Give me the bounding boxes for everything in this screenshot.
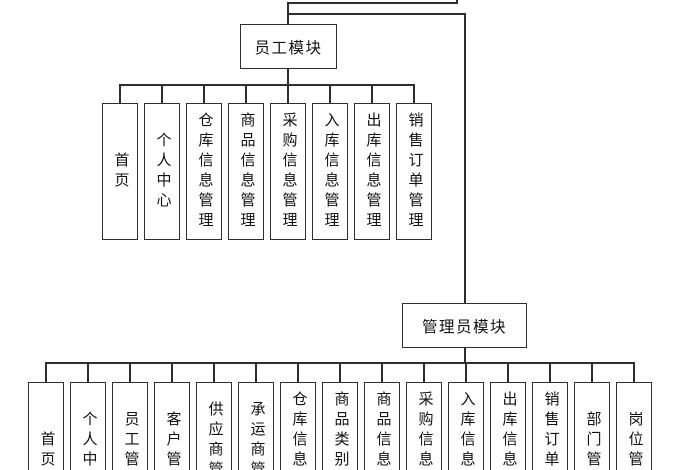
child-box: 仓库信息管理 — [186, 103, 222, 240]
child-box-label: 出库信息管理 — [364, 111, 381, 232]
child-box: 首页 — [102, 103, 138, 240]
connector-tick — [413, 84, 415, 105]
connector-tick — [213, 362, 215, 384]
child-box-label: 个人中心 — [154, 131, 171, 212]
connector-tick — [129, 362, 131, 384]
connector-tick — [423, 362, 425, 384]
child-box: 仓库信息管理 — [280, 382, 316, 470]
child-box: 商品信息管理 — [228, 103, 264, 240]
child-box: 部门管理 — [574, 382, 610, 470]
child-box-label: 仓库信息管理 — [290, 390, 307, 470]
connector-tick — [161, 84, 163, 105]
connector-stub — [287, 69, 289, 86]
child-box: 采购信息管理 — [270, 103, 306, 240]
connector-tick — [507, 362, 509, 384]
child-box: 首页 — [28, 382, 64, 470]
connector-tick — [87, 362, 89, 384]
child-box-label: 首页 — [38, 430, 55, 470]
child-box-label: 商品信息管理 — [374, 390, 391, 470]
connector-tick — [255, 362, 257, 384]
connector-tick — [591, 362, 593, 384]
child-box-label: 首页 — [112, 151, 129, 192]
child-box-label: 入库信息管理 — [458, 390, 475, 470]
connector-tick — [287, 84, 289, 105]
connector-tick — [381, 362, 383, 384]
connector-stub — [464, 348, 466, 364]
connector-tick — [633, 362, 635, 384]
connector-tick — [45, 362, 47, 384]
child-box: 承运商管理 — [238, 382, 274, 470]
connector-bus — [119, 84, 415, 86]
child-box-label: 部门管理 — [584, 410, 601, 470]
child-box-label: 承运商管理 — [248, 400, 265, 470]
child-box-label: 采购信息管理 — [416, 390, 433, 470]
connector-tick — [465, 362, 467, 384]
child-box-label: 销售订单管理 — [406, 111, 423, 232]
connector-tick — [171, 362, 173, 384]
connector-tick — [549, 362, 551, 384]
connector-tick — [245, 84, 247, 105]
root-branch-line — [287, 2, 458, 4]
module-box-admin: 管理员模块 — [402, 303, 527, 348]
child-box-label: 商品类别管理 — [332, 390, 349, 470]
child-box: 个人中心 — [144, 103, 180, 240]
child-box-label: 出库信息管理 — [500, 390, 517, 470]
connector-tick — [203, 84, 205, 105]
connector-tick — [339, 362, 341, 384]
child-box-label: 商品信息管理 — [238, 111, 255, 232]
child-box: 出库信息管理 — [490, 382, 526, 470]
child-box: 入库信息管理 — [312, 103, 348, 240]
child-box-label: 员工管理 — [122, 410, 139, 470]
child-box-label: 入库信息管理 — [322, 111, 339, 232]
connector-tick — [371, 84, 373, 105]
child-box: 采购信息管理 — [406, 382, 442, 470]
connector-tick — [297, 362, 299, 384]
child-box: 销售订单管理 — [396, 103, 432, 240]
child-box: 供应商管理 — [196, 382, 232, 470]
child-box: 员工管理 — [112, 382, 148, 470]
child-box: 岗位管理 — [616, 382, 652, 470]
child-box-label: 仓库信息管理 — [196, 111, 213, 232]
module-box-employee: 员工模块 — [240, 24, 337, 69]
child-box-label: 岗位管理 — [626, 410, 643, 470]
child-box-label: 个人中心 — [80, 410, 97, 470]
module-box-employee-label: 员工模块 — [254, 39, 323, 57]
connector-tick — [329, 84, 331, 105]
connector-tick — [119, 84, 121, 105]
child-box: 商品信息管理 — [364, 382, 400, 470]
child-box: 商品类别管理 — [322, 382, 358, 470]
child-box-label: 供应商管理 — [206, 400, 223, 470]
child-box-label: 客户管理 — [164, 410, 181, 470]
admin-branch-drop — [464, 13, 466, 303]
child-box: 个人中心 — [70, 382, 106, 470]
child-box: 客户管理 — [154, 382, 190, 470]
child-box-label: 销售订单管理 — [542, 390, 559, 470]
child-box: 出库信息管理 — [354, 103, 390, 240]
module-box-admin-label: 管理员模块 — [421, 318, 507, 336]
child-box: 销售订单管理 — [532, 382, 568, 470]
admin-branch-line — [287, 13, 466, 15]
child-box-label: 采购信息管理 — [280, 111, 297, 232]
child-box: 入库信息管理 — [448, 382, 484, 470]
